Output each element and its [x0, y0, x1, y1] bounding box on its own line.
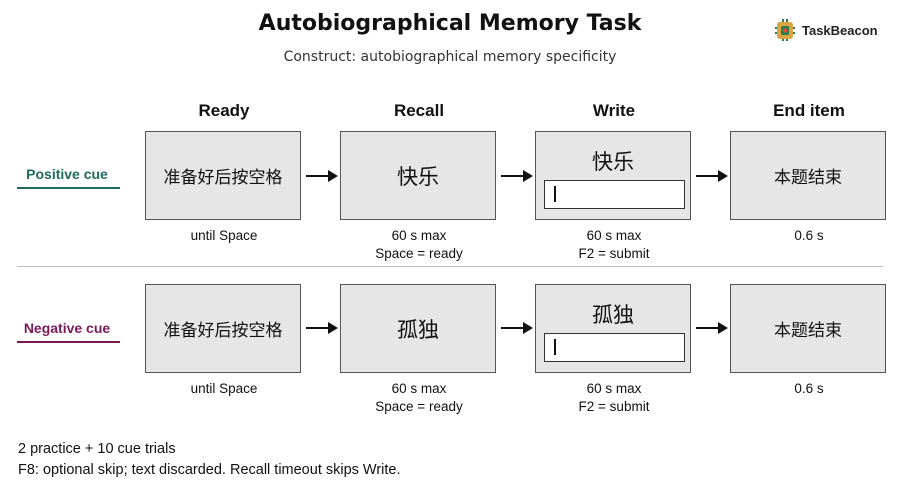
- text-caret: [554, 186, 556, 202]
- ready-screen-positive: 准备好后按空格: [145, 131, 301, 220]
- arrow-right-icon: [696, 170, 728, 182]
- recall-screen-positive: 快乐: [340, 131, 496, 220]
- text-caret: [554, 339, 556, 355]
- arrow-right-icon: [501, 322, 533, 334]
- arrow-right-icon: [501, 170, 533, 182]
- write-duration: 60 s max: [586, 228, 642, 243]
- end-item-screen-positive: 本题结束: [730, 131, 886, 220]
- ready-timing-negative: until Space: [190, 381, 258, 396]
- recall-timing-positive: 60 s max Space = ready: [341, 227, 497, 263]
- write-text-field-positive: [544, 180, 685, 209]
- column-header-ready: Ready: [198, 101, 250, 120]
- recall-key: Space = ready: [375, 399, 463, 414]
- write-timing-positive: 60 s max F2 = submit: [536, 227, 692, 263]
- beacon-logo-icon: [775, 19, 795, 41]
- write-key: F2 = submit: [578, 246, 650, 261]
- column-header-recall: Recall: [393, 101, 445, 120]
- column-header-write: Write: [592, 101, 636, 120]
- end-item-screen-negative: 本题结束: [730, 284, 886, 373]
- write-text-field-negative: [544, 333, 685, 362]
- recall-key: Space = ready: [375, 246, 463, 261]
- footer-skip-note: F8: optional skip; text discarded. Recal…: [18, 462, 401, 478]
- row-divider: [17, 266, 883, 267]
- ready-screen-negative: 准备好后按空格: [145, 284, 301, 373]
- diagram-title: Autobiographical Memory Task: [258, 11, 642, 36]
- row-underline-negative: [17, 341, 120, 343]
- brand-name: TaskBeacon: [802, 22, 878, 38]
- arrow-right-icon: [306, 322, 338, 334]
- write-duration: 60 s max: [586, 381, 642, 396]
- write-cue-word-negative: 孤独: [592, 303, 634, 327]
- arrow-right-icon: [696, 322, 728, 334]
- column-header-end-item: End item: [773, 101, 845, 120]
- recall-timing-negative: 60 s max Space = ready: [341, 380, 497, 416]
- footer-trial-count: 2 practice + 10 cue trials: [18, 441, 176, 457]
- write-screen-positive: 快乐: [535, 131, 691, 220]
- arrow-right-icon: [306, 170, 338, 182]
- recall-duration: 60 s max: [391, 228, 447, 243]
- ready-timing-positive: until Space: [190, 228, 258, 243]
- brand-logo: TaskBeacon: [775, 19, 878, 41]
- write-cue-word-positive: 快乐: [592, 150, 634, 174]
- row-label-positive-cue: Positive cue: [26, 166, 108, 182]
- recall-duration: 60 s max: [391, 381, 447, 396]
- end-timing-positive: 0.6 s: [794, 228, 824, 243]
- end-timing-negative: 0.6 s: [794, 381, 824, 396]
- recall-screen-negative: 孤独: [340, 284, 496, 373]
- write-timing-negative: 60 s max F2 = submit: [536, 380, 692, 416]
- diagram-subtitle: Construct: autobiographical memory speci…: [283, 49, 617, 65]
- row-label-negative-cue: Negative cue: [23, 320, 111, 336]
- write-key: F2 = submit: [578, 399, 650, 414]
- row-underline-positive: [17, 187, 120, 189]
- write-screen-negative: 孤独: [535, 284, 691, 373]
